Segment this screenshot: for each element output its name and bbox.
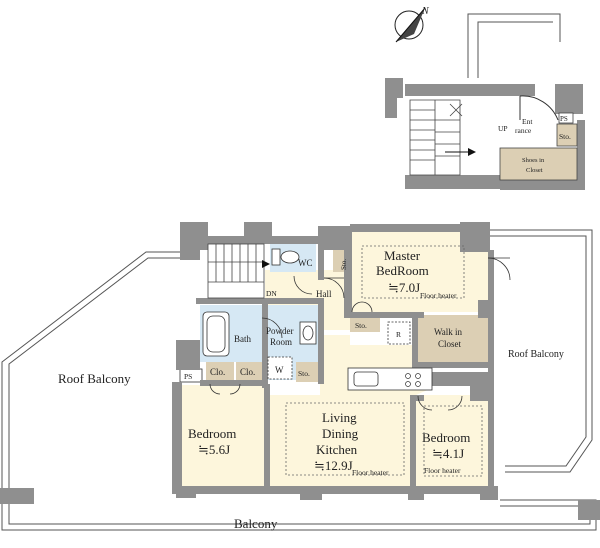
bedroom-left-title: Bedroom xyxy=(188,426,236,441)
main-stairs xyxy=(207,243,265,299)
shoes-in-closet xyxy=(499,147,578,181)
master-title-2: BedRoom xyxy=(376,263,429,278)
entrance-stairs xyxy=(409,99,463,176)
powder-label-2: Room xyxy=(270,337,292,347)
entrance-label-2: rance xyxy=(515,126,532,135)
bath-label: Bath xyxy=(234,334,251,344)
shoes-label-2: Closet xyxy=(526,167,543,174)
north-arrow-icon: N xyxy=(394,6,430,43)
ldk-label-3: Kitchen xyxy=(316,442,358,457)
closet-2 xyxy=(236,362,264,382)
toilet-icon xyxy=(271,248,300,266)
master-floor-heater: Floor heater xyxy=(420,291,457,300)
walk-in-closet xyxy=(418,315,488,365)
ldk-size: ≒12.9J xyxy=(314,458,353,473)
master-floor-heater-area xyxy=(361,245,465,299)
bedroom-right-size: ≒4.1J xyxy=(432,446,464,461)
roof-balcony-left xyxy=(1,251,180,488)
closet-1 xyxy=(206,362,234,382)
entrance-block: UP PS Sto. Ent rance Shoes in Closet xyxy=(385,13,585,190)
bedroom-left xyxy=(180,385,264,492)
balcony-bottom-label: Balcony xyxy=(234,516,278,531)
master-size: ≒7.0J xyxy=(388,280,420,295)
closet-1-label: Clo. xyxy=(210,367,225,377)
entrance-up-label: UP xyxy=(498,124,508,133)
roof-balcony-left-label: Roof Balcony xyxy=(58,371,131,386)
bedroom-left-size: ≒5.6J xyxy=(198,442,230,457)
storage-top-label: Sto. xyxy=(340,259,348,270)
storage-powder-label: Sto. xyxy=(298,369,310,378)
ps-label: PS xyxy=(184,372,192,381)
bedroom-right-floor-heater-area xyxy=(423,405,483,477)
entrance-label-1: Ent xyxy=(522,117,533,126)
wc-label: WC xyxy=(298,258,313,268)
bedroom-right-floor-heater: Floor heater xyxy=(424,466,461,475)
storage-powder xyxy=(296,362,318,382)
entrance-ps-label: PS xyxy=(560,115,568,123)
washer-icon xyxy=(267,356,293,380)
balcony-bottom xyxy=(1,488,597,531)
master-title-1: Master xyxy=(384,248,421,263)
walkin-label-1: Walk in xyxy=(434,327,463,337)
hall-label: Hall xyxy=(316,289,332,299)
washer-label: W xyxy=(275,365,284,375)
closet-2-label: Clo. xyxy=(240,367,255,377)
fridge-label: R xyxy=(396,330,401,339)
entrance-storage-label: Sto. xyxy=(559,132,571,141)
powder-label-1: Powder xyxy=(266,326,294,336)
ldk-label-1: Living xyxy=(322,410,357,425)
sink-icon xyxy=(299,321,317,345)
ldk-label-2: Dining xyxy=(322,426,359,441)
storage-hall-label: Sto. xyxy=(355,321,367,330)
door-swings xyxy=(209,257,511,411)
ldk-floor-heater: Floor heater xyxy=(352,468,389,477)
bedroom-right-title: Bedroom xyxy=(422,430,470,445)
entrance-storage xyxy=(556,123,578,147)
fridge-icon xyxy=(387,321,411,345)
bathtub-icon xyxy=(202,311,230,357)
storage-hall xyxy=(350,318,380,332)
entrance-ps xyxy=(558,112,574,124)
walls xyxy=(172,222,498,500)
dn-label: DN xyxy=(266,289,277,298)
shoes-label-1: Shoes in xyxy=(522,157,545,164)
kitchen-counter xyxy=(347,367,433,391)
walkin-label-2: Closet xyxy=(438,339,462,349)
roof-balcony-right-label: Roof Balcony xyxy=(508,349,564,360)
roof-balcony-right xyxy=(490,229,593,473)
north-label: N xyxy=(421,6,430,17)
ldk-floor-heater-area xyxy=(285,402,405,476)
